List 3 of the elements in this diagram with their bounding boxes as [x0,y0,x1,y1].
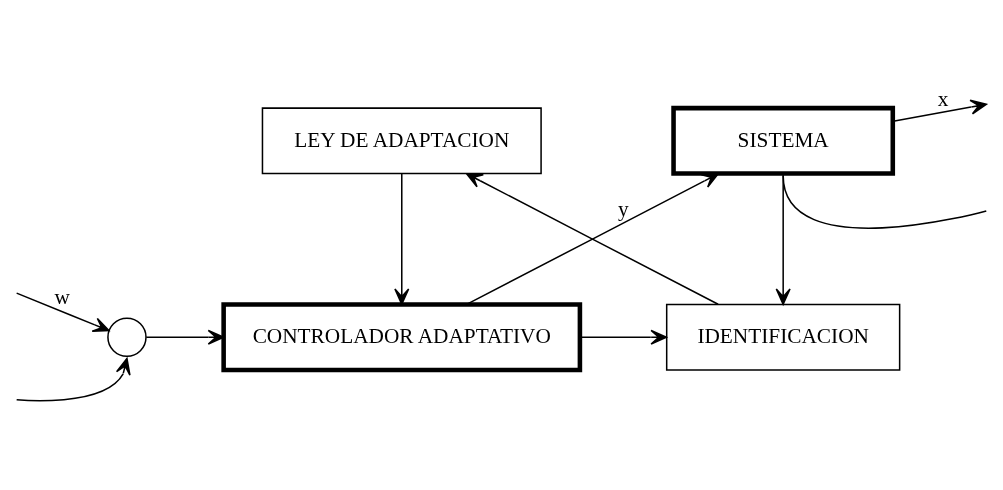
edge-label: w [54,284,70,309]
edge-label: x [937,86,949,111]
edge-label: y [617,196,629,221]
